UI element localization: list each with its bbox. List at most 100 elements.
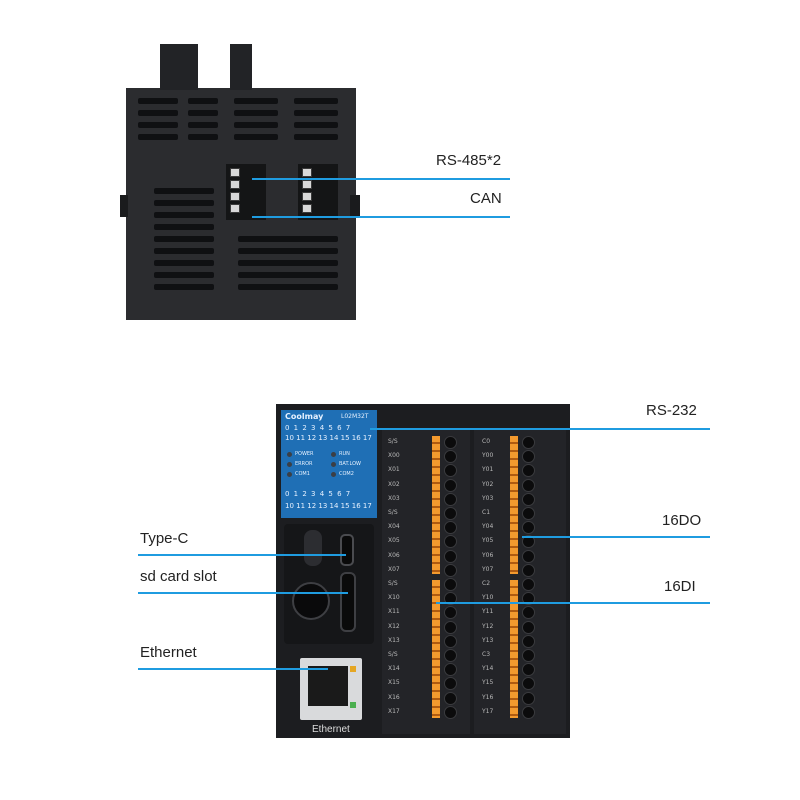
vent-slot: [294, 98, 338, 104]
terminal-screw: [522, 578, 535, 591]
output-terminal-strip-lower: [510, 580, 518, 718]
vent-slot: [138, 110, 178, 116]
terminal-screw: [522, 464, 535, 478]
terminal-screw: [522, 436, 535, 449]
mini-din-port[interactable]: [292, 582, 330, 620]
vent-slot: [154, 260, 214, 266]
status-com1: COM1: [295, 471, 310, 477]
input-terminal-strip-upper: [432, 436, 440, 574]
terminal-screw: [522, 521, 535, 535]
input-terminal-label: X10: [388, 594, 400, 602]
terminal-screw: [444, 663, 457, 677]
vent-slot: [138, 122, 178, 128]
terminal-screw: [444, 464, 457, 478]
input-terminal-label: S/S: [388, 438, 398, 445]
vent-slot: [188, 134, 218, 140]
status-com2: COM2: [339, 471, 354, 477]
terminal-screw: [444, 592, 457, 606]
output-terminal-label: C3: [482, 651, 491, 658]
vent-slot: [238, 260, 338, 266]
terminal-screw: [444, 492, 457, 506]
vent-slot: [154, 236, 214, 242]
terminal-screw: [522, 535, 535, 549]
ethernet-callout-line: [138, 668, 328, 670]
vent-slot: [234, 98, 278, 104]
do-label: 16DO: [662, 512, 702, 529]
output-terminal-label: Y14: [482, 665, 494, 673]
output-terminal-strip-upper: [510, 436, 518, 574]
vent-slot: [154, 212, 214, 218]
vent-slot: [188, 110, 218, 116]
vent-slot: [154, 200, 214, 206]
input-terminal-label: X16: [388, 693, 400, 701]
can-callout-line: [252, 216, 510, 218]
vent-slot: [294, 134, 338, 140]
terminal-screw: [522, 450, 535, 464]
terminal-screw: [522, 663, 535, 677]
di-callout-line: [436, 602, 710, 604]
terminal-screw: [522, 549, 535, 563]
terminal-screw: [522, 677, 535, 691]
output-led-numbers-row2: 10 11 12 13 14 15 16 17: [285, 502, 372, 510]
ethernet-led-icon: [350, 702, 356, 708]
rj45-socket: [308, 666, 348, 706]
input-terminal-label: X15: [388, 679, 400, 687]
terminal-screw: [444, 549, 457, 563]
output-terminal-column: [474, 428, 566, 734]
output-terminal-label: Y15: [482, 679, 494, 687]
vent-slot: [154, 188, 214, 194]
error-led: [287, 462, 292, 467]
status-power: POWER: [295, 451, 314, 457]
dip-switch[interactable]: [304, 530, 322, 566]
terminal-screw: [444, 677, 457, 691]
input-terminal-label: X06: [388, 551, 400, 559]
vent-slot: [238, 236, 338, 242]
vent-slot: [188, 98, 218, 104]
ethernet-label: Ethernet: [140, 644, 197, 661]
input-terminal-label: X12: [388, 622, 400, 630]
typec-label: Type-C: [140, 530, 189, 547]
power-led: [287, 452, 292, 457]
batlow-led: [331, 462, 336, 467]
can-label: CAN: [470, 190, 502, 207]
input-terminal-label: X01: [388, 466, 400, 474]
port-area: [284, 524, 374, 644]
rs232-callout-line: [370, 428, 710, 430]
status-batlow: BAT.LOW: [339, 461, 361, 467]
side-latch: [350, 195, 360, 217]
terminal-screw: [444, 649, 457, 662]
output-terminal-label: C0: [482, 438, 491, 445]
output-terminal-label: Y06: [482, 551, 494, 559]
side-latch: [120, 195, 128, 217]
vent-slot: [238, 284, 338, 290]
terminal-screw: [444, 521, 457, 535]
vent-slot: [238, 272, 338, 278]
terminal-screw: [522, 705, 535, 719]
vent-slot: [294, 110, 338, 116]
terminal-screw: [522, 478, 535, 492]
input-led-numbers-row1: 0 1 2 3 4 5 6 7: [285, 424, 352, 432]
sd-card-slot[interactable]: [340, 572, 356, 632]
input-led-numbers-row2: 10 11 12 13 14 15 16 17: [285, 434, 372, 442]
type-c-port[interactable]: [340, 534, 354, 566]
input-terminal-label: X17: [388, 707, 400, 715]
vent-slot: [154, 284, 214, 290]
ethernet-led-icon: [350, 666, 356, 672]
output-terminal-label: Y04: [482, 523, 494, 531]
terminal-screw: [444, 634, 457, 648]
sd-card-label: sd card slot: [140, 568, 217, 585]
input-terminal-label: X03: [388, 494, 400, 502]
output-terminal-label: Y11: [482, 608, 494, 616]
terminal-screw: [444, 563, 457, 577]
output-terminal-label: Y01: [482, 466, 494, 474]
input-terminal-label: X02: [388, 480, 400, 488]
input-terminal-label: S/S: [388, 509, 398, 516]
vent-slot: [154, 248, 214, 254]
terminal-screw: [522, 634, 535, 648]
rs232-label: RS-232: [646, 402, 697, 419]
ethernet-port-label: Ethernet: [312, 724, 350, 735]
vent-slot: [234, 110, 278, 116]
vent-slot: [154, 272, 214, 278]
terminal-screw: [522, 492, 535, 506]
vent-slot: [138, 98, 178, 104]
